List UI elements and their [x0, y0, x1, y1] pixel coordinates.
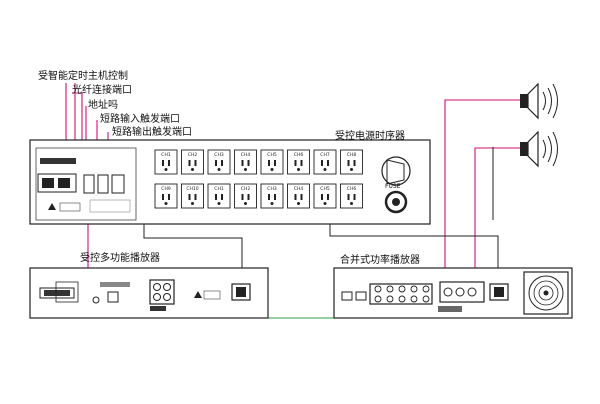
outlet-label: CH3 [267, 186, 277, 192]
outlet-label: CH1 [161, 152, 171, 158]
outlet-slot [353, 194, 356, 200]
outlet-ground [350, 202, 353, 205]
outlet-slot [188, 160, 191, 166]
outlet-label: CH4 [241, 152, 251, 158]
outlet-slot [241, 194, 244, 200]
outlet-top-7 [313, 149, 337, 175]
outlet-ground [297, 168, 300, 171]
outlet-ground [217, 202, 221, 205]
outlet-slot [300, 160, 303, 166]
outlet-slot [221, 194, 223, 200]
outlet-slot [300, 194, 303, 200]
multi-player-title: 受控多功能播放器 [80, 253, 160, 264]
outlet-slot [327, 194, 329, 200]
callout-short-out: 短路输出触发端口 [112, 127, 192, 138]
outlet-slot [294, 194, 297, 200]
outlet-slot [321, 160, 323, 166]
callout-fiber-port: 光纤连接端口 [72, 85, 132, 96]
outlet-ground [270, 202, 274, 205]
outlet-slot [188, 194, 191, 200]
outlet-bottom-5 [260, 183, 284, 209]
outlet-top-2 [181, 149, 204, 175]
outlet-ground [297, 202, 300, 205]
outlet-slot [347, 160, 350, 166]
outlet-label: CH7 [320, 152, 330, 158]
callout-short-in: 短路输入触发端口 [100, 114, 180, 125]
outlet-top-1 [154, 149, 178, 175]
speaker-top [520, 82, 558, 120]
outlet-label: CH4 [294, 186, 304, 192]
outlet-bottom-3 [207, 183, 231, 209]
outlet-label: CH2 [188, 152, 198, 158]
outlet-label: CH2 [241, 186, 251, 192]
outlet-top-6 [287, 149, 310, 175]
outlet-ground [244, 202, 247, 205]
outlet-label: CH3 [214, 152, 224, 158]
outlet-bottom-2 [181, 183, 204, 209]
outlet-slot [162, 194, 164, 200]
outlet-label: CH10 [186, 186, 198, 192]
speaker-bottom [520, 130, 558, 168]
outlet-bottom-6 [287, 183, 310, 209]
outlet-ground [164, 202, 168, 205]
outlet-ground [244, 168, 247, 171]
outlet-top-4 [234, 149, 257, 175]
callout-main-control: 受智能定时主机控制 [38, 71, 128, 82]
outlet-label: CH6 [294, 152, 304, 158]
outlet-slot [247, 160, 250, 166]
sequencer-title: 受控电源时序器 [335, 131, 405, 142]
outlet-ground [217, 168, 221, 171]
outlet-top-5 [260, 149, 284, 175]
outlet-slot [347, 194, 350, 200]
outlet-ground [350, 168, 353, 171]
outlet-label: CH5 [320, 186, 330, 192]
outlet-label: CH1 [214, 186, 224, 192]
outlet-label: CH5 [267, 152, 277, 158]
outlet-slot [294, 160, 297, 166]
outlet-bottom-1 [154, 183, 178, 209]
integrated-amplifier [333, 267, 573, 319]
outlet-ground [323, 168, 327, 171]
outlet-ground [164, 168, 168, 171]
outlet-slot [327, 160, 329, 166]
outlet-ground [191, 168, 194, 171]
outlet-ground [191, 202, 194, 205]
outlet-top-3 [207, 149, 231, 175]
outlet-slot [215, 160, 217, 166]
outlet-bottom-4 [234, 183, 257, 209]
outlet-slot [247, 194, 250, 200]
outlet-slot [215, 194, 217, 200]
outlet-label: CH6 [347, 186, 357, 192]
outlet-top-8 [340, 149, 363, 175]
amplifier-title: 合并式功率播放器 [340, 255, 420, 266]
outlet-slot [221, 160, 223, 166]
outlet-slot [274, 160, 276, 166]
outlet-bottom-8 [340, 183, 363, 209]
outlet-ground [323, 202, 327, 205]
outlet-slot [321, 194, 323, 200]
outlet-slot [194, 194, 197, 200]
multi-function-player [29, 267, 269, 319]
outlet-slot [353, 160, 356, 166]
outlet-label: CH8 [347, 152, 357, 158]
outlet-ground [270, 168, 274, 171]
callout-address-code: 地址吗 [88, 100, 118, 111]
outlet-slot [168, 160, 170, 166]
outlet-slot [194, 160, 197, 166]
outlet-bottom-7 [313, 183, 337, 209]
outlet-label: CH9 [161, 186, 171, 192]
power-sequencer [29, 139, 431, 225]
outlet-slot [268, 194, 270, 200]
outlet-slot [168, 194, 170, 200]
outlet-slot [241, 160, 244, 166]
outlet-slot [274, 194, 276, 200]
outlet-slot [162, 160, 164, 166]
outlet-slot [268, 160, 270, 166]
fuse-label: FUSE [385, 183, 401, 190]
